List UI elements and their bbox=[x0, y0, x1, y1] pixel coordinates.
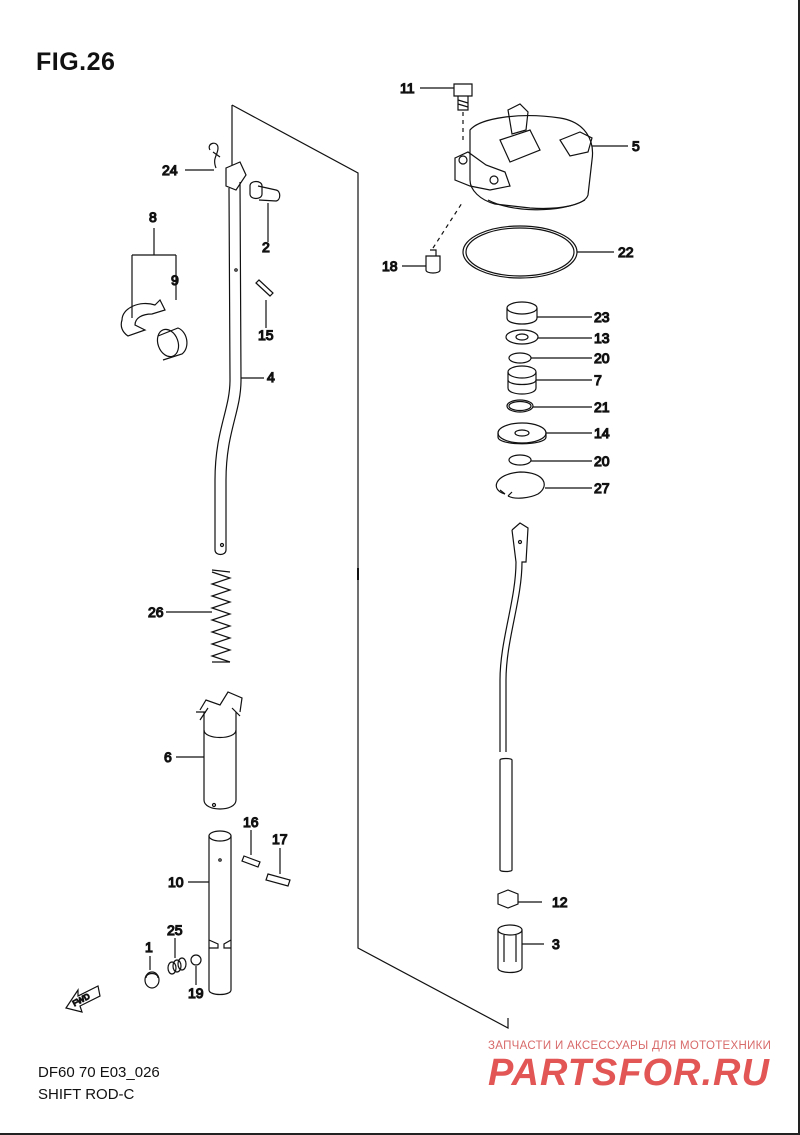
callout-10: 10 bbox=[168, 874, 184, 890]
callout-27: 27 bbox=[594, 480, 610, 496]
callout-9: 9 bbox=[171, 272, 179, 288]
callout-3: 3 bbox=[552, 936, 560, 952]
part-5-housing bbox=[454, 103, 594, 211]
shift-rod-long bbox=[499, 522, 529, 873]
callout-25: 25 bbox=[167, 922, 183, 938]
part-6-sleeve bbox=[196, 691, 243, 810]
part-7-seal bbox=[507, 365, 537, 395]
part-15-pin bbox=[255, 279, 274, 297]
callout-12: 12 bbox=[552, 894, 568, 910]
model-code: DF60 70 E03_026 bbox=[38, 1064, 160, 1081]
part-17-pin bbox=[265, 873, 291, 887]
callout-15: 15 bbox=[258, 327, 274, 343]
callout-5: 5 bbox=[632, 138, 640, 154]
watermark-logo: PARTSFOR.RU bbox=[488, 1052, 770, 1094]
part-1-cap bbox=[144, 971, 160, 989]
part-9-bushing bbox=[156, 327, 188, 361]
part-13-washer bbox=[505, 329, 539, 345]
part-21-o-ring bbox=[506, 399, 534, 413]
callout-23: 23 bbox=[594, 309, 610, 325]
part-14-washer bbox=[497, 422, 547, 445]
part-8-clamp bbox=[120, 298, 166, 337]
callout-19: 19 bbox=[188, 985, 204, 1001]
leader-8-bracket bbox=[131, 228, 177, 318]
part-11-bolt bbox=[453, 83, 473, 140]
part-22-o-ring bbox=[462, 225, 578, 279]
part-20-ring-lower bbox=[508, 454, 532, 466]
callout-18: 18 bbox=[382, 258, 398, 274]
fwd-arrow-icon bbox=[65, 985, 101, 1013]
callout-13: 13 bbox=[594, 330, 610, 346]
callout-4: 4 bbox=[267, 369, 275, 385]
callout-26: 26 bbox=[148, 604, 164, 620]
part-24-clip bbox=[208, 142, 221, 169]
watermark-tagline: ЗАПЧАСТИ И АКСЕССУАРЫ ДЛЯ МОТОТЕХНИКИ bbox=[488, 1040, 772, 1052]
callout-11: 11 bbox=[400, 80, 415, 96]
section-name: SHIFT ROD-C bbox=[38, 1086, 135, 1103]
callout-24: 24 bbox=[162, 162, 178, 178]
callout-22: 22 bbox=[618, 244, 634, 260]
callout-8: 8 bbox=[149, 209, 157, 225]
figure-title: FIG.26 bbox=[36, 48, 116, 76]
part-18-nut bbox=[425, 202, 463, 274]
part-27-circlip bbox=[495, 471, 545, 499]
part-16-pin bbox=[241, 855, 261, 868]
callout-20-lower: 20 bbox=[594, 453, 610, 469]
part-10-shaft bbox=[208, 830, 232, 996]
assembly-outline bbox=[231, 104, 509, 1029]
callout-1: 1 bbox=[145, 939, 153, 955]
part-4-shift-rod bbox=[214, 161, 247, 556]
callout-16: 16 bbox=[243, 814, 259, 830]
callout-6: 6 bbox=[164, 749, 172, 765]
part-20-ring-upper bbox=[508, 352, 532, 364]
part-2-pin bbox=[249, 180, 281, 202]
part-12-nut bbox=[497, 889, 519, 909]
callout-20-upper: 20 bbox=[594, 350, 610, 366]
callout-21: 21 bbox=[594, 399, 610, 415]
callout-17: 17 bbox=[272, 831, 288, 847]
part-19-ball bbox=[190, 954, 202, 966]
callout-14: 14 bbox=[594, 425, 610, 441]
callout-2: 2 bbox=[262, 239, 270, 255]
part-26-spring bbox=[210, 569, 232, 663]
part-23-bushing bbox=[506, 301, 538, 325]
part-25-spring bbox=[167, 957, 187, 975]
part-3-coupler bbox=[497, 924, 523, 974]
callout-7: 7 bbox=[594, 372, 602, 388]
